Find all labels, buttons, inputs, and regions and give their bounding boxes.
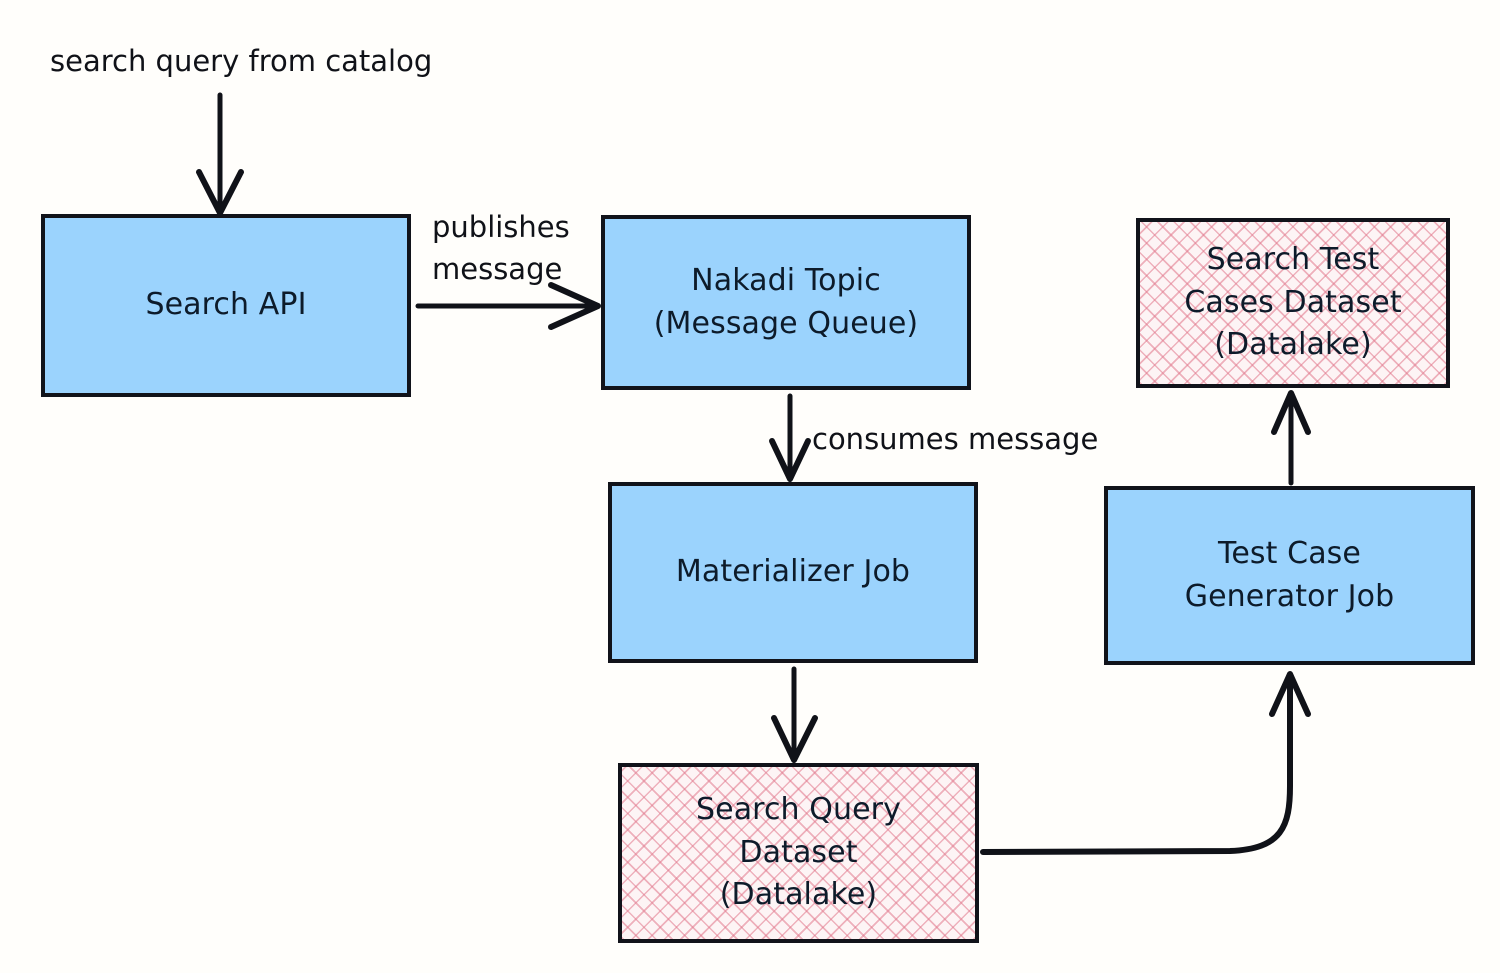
edge-label-publishes-message: publishes message [432, 210, 570, 287]
node-nakadi-topic[interactable]: Nakadi Topic (Message Queue) [601, 215, 971, 390]
edge-search-api-to-nakadi [415, 282, 601, 330]
edge-query-dataset-to-generator [980, 671, 1311, 855]
caption-search-query-from-catalog: search query from catalog [50, 44, 433, 78]
edge-catalog-to-search-api [196, 92, 244, 216]
edge-materializer-to-query-dataset [771, 666, 818, 763]
edge-generator-to-test-cases-dataset [1271, 390, 1311, 486]
node-materializer-job-label: Materializer Job [675, 554, 911, 590]
edge-nakadi-to-materializer [769, 393, 811, 482]
node-search-test-cases-dataset-label: Search Test Cases Dataset (Datalake) [1184, 242, 1402, 363]
node-search-query-dataset[interactable]: Search Query Dataset (Datalake) [618, 763, 979, 943]
node-search-query-dataset-label: Search Query Dataset (Datalake) [696, 792, 901, 913]
node-search-api-label: Search API [145, 287, 307, 323]
edge-label-consumes-message: consumes message [812, 422, 1099, 456]
node-search-api[interactable]: Search API [41, 214, 411, 397]
node-test-case-generator-job[interactable]: Test Case Generator Job [1104, 486, 1475, 665]
node-materializer-job[interactable]: Materializer Job [608, 482, 978, 663]
node-search-test-cases-dataset[interactable]: Search Test Cases Dataset (Datalake) [1136, 218, 1450, 388]
node-nakadi-topic-label: Nakadi Topic (Message Queue) [653, 262, 919, 341]
node-test-case-generator-job-label: Test Case Generator Job [1184, 535, 1395, 614]
